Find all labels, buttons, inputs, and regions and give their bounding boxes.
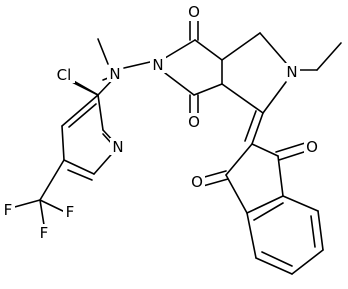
atom-label-layer: O O O O N N N N — [1, 3, 320, 242]
bond — [221, 32, 261, 61]
atom-label-n-imide: N — [150, 56, 166, 74]
atom-label-cl: Cl — [53, 66, 75, 84]
atom-symbol: N — [109, 65, 120, 83]
bond — [255, 257, 293, 275]
atom-label-n-pyridine: N — [110, 138, 126, 156]
atom-symbol: O — [188, 113, 200, 131]
bond — [39, 199, 68, 214]
bond-layer — [10, 18, 342, 275]
bond — [259, 32, 287, 64]
atom-label-f-upper: F — [63, 203, 77, 221]
bond — [253, 202, 284, 221]
bond — [123, 61, 151, 69]
bond — [291, 249, 324, 275]
atom-symbol: N — [152, 56, 163, 74]
bond — [61, 94, 99, 127]
bond — [282, 195, 319, 212]
bond — [261, 251, 293, 267]
bond — [164, 72, 195, 96]
bond — [97, 38, 109, 65]
atom-symbol: O — [306, 138, 318, 156]
bond — [246, 212, 257, 259]
atom-symbol: N — [286, 63, 297, 81]
bond — [262, 81, 287, 114]
atom-label-o-bottom: O — [186, 113, 202, 131]
atom-label-n-pyrrolidine: N — [284, 63, 300, 81]
bond — [244, 110, 257, 142]
bond — [39, 199, 45, 226]
bond — [225, 143, 253, 176]
bond — [193, 83, 223, 96]
bond — [63, 159, 95, 175]
bond — [225, 174, 248, 214]
atom-label-f-left: F — [1, 201, 15, 219]
atom-label-o-indane-right: O — [304, 138, 320, 156]
bond — [200, 170, 227, 179]
atom-label-f-lower: F — [37, 224, 51, 242]
bond — [67, 169, 93, 181]
bond — [251, 112, 264, 145]
atom-label-o-top: O — [186, 3, 202, 21]
bond — [10, 199, 41, 209]
atom-symbol: F — [4, 201, 13, 219]
bond — [317, 210, 324, 251]
atom-label-o-indane-left: O — [189, 173, 205, 191]
bond — [277, 155, 284, 197]
bond — [278, 150, 308, 161]
bond — [251, 143, 279, 157]
bond — [61, 125, 65, 161]
bond — [221, 83, 264, 114]
bond — [246, 195, 284, 214]
atom-symbol: O — [191, 173, 203, 191]
bond — [310, 215, 316, 248]
atom-symbol: Cl — [57, 66, 72, 84]
atom-symbol: F — [66, 203, 75, 221]
bond — [275, 142, 306, 153]
bond — [316, 42, 342, 71]
bond — [194, 39, 223, 61]
atom-label-n-methylamino: N — [107, 65, 123, 83]
bond — [202, 178, 229, 187]
bond — [39, 159, 65, 201]
bond — [164, 39, 196, 59]
bond — [97, 94, 104, 131]
atom-symbol: N — [112, 138, 123, 156]
atom-symbol: F — [40, 224, 49, 242]
atom-symbol: O — [188, 3, 200, 21]
bond — [68, 103, 97, 128]
